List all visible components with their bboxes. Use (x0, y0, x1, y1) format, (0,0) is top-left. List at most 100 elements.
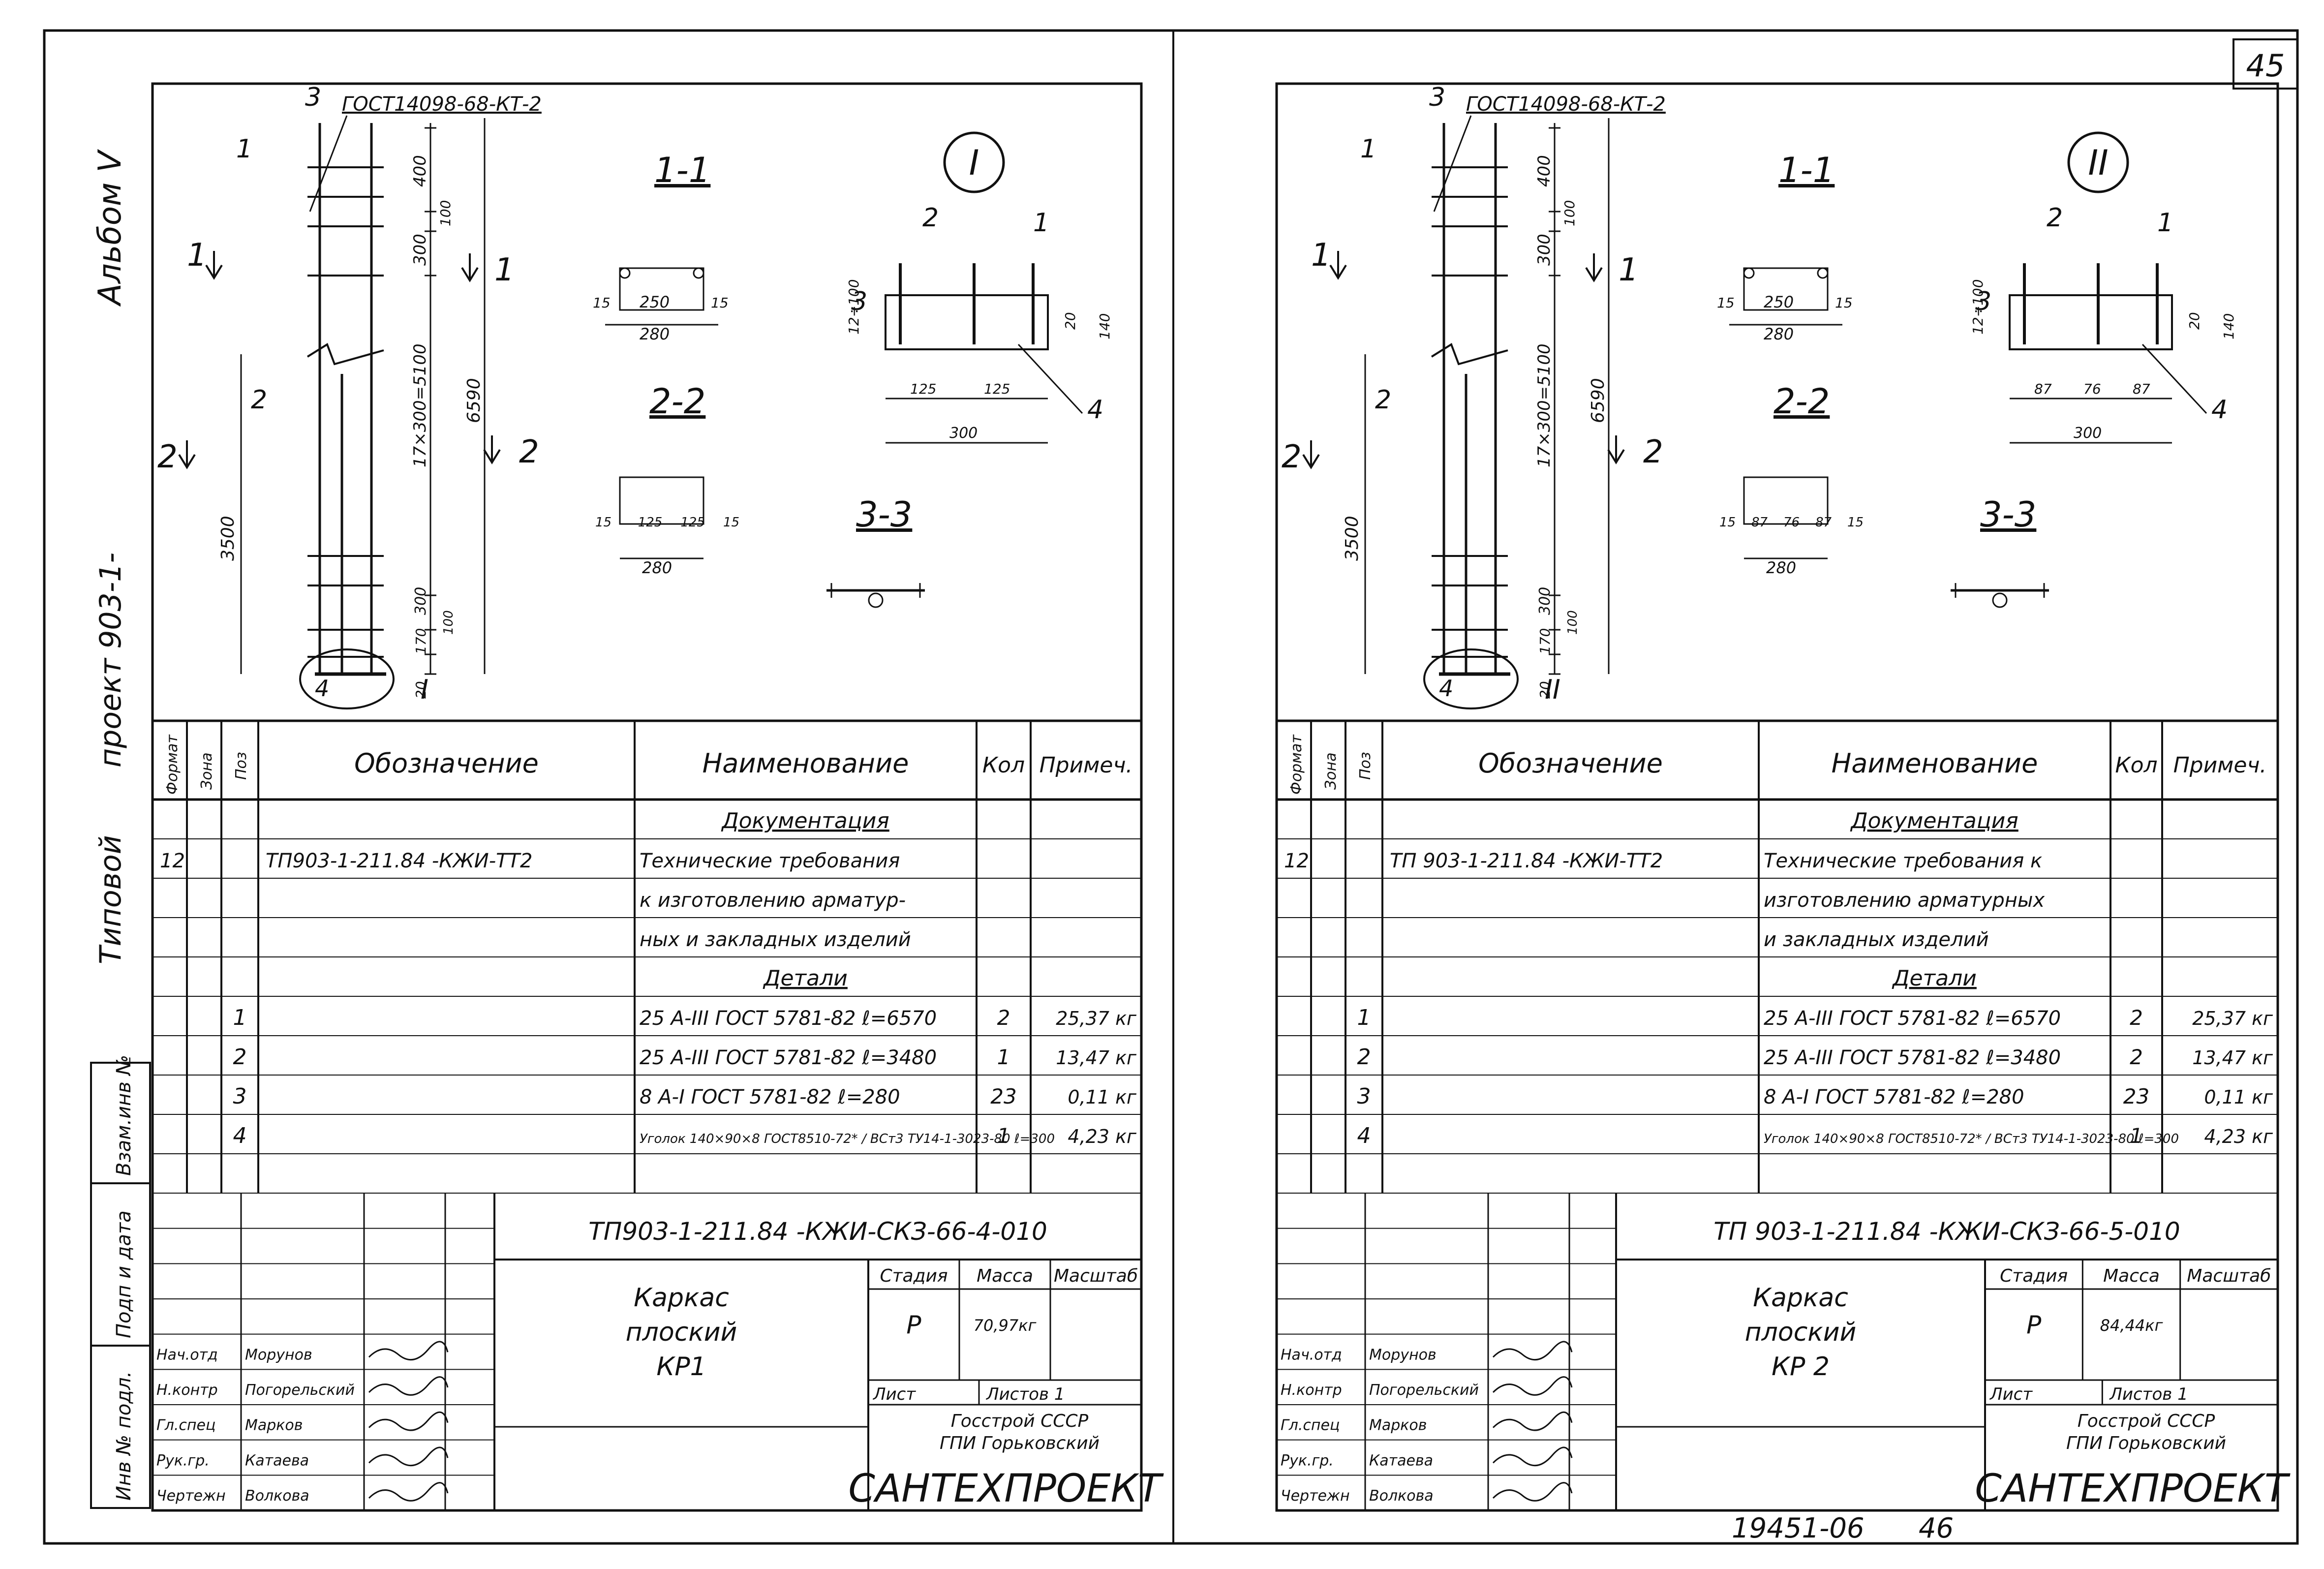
stage-value: Р (906, 1311, 921, 1339)
spec-h-zone: Зона (1322, 752, 1340, 790)
title-name-line: плоский (626, 1318, 737, 1347)
dim-20: 20 (413, 681, 429, 699)
drawing-code: ТП 903-1-211.84 -КЖИ-СКЗ-66-5-010 (1713, 1217, 2180, 1246)
detail-leader-4 (2141, 343, 2207, 414)
detail-mark-circle (943, 131, 1005, 193)
dim-detail-300: 300 (2074, 425, 2102, 442)
spec-row-qty: 2 (2130, 1045, 2143, 1069)
sheet-label: Лист (872, 1384, 916, 1404)
archive-number: 19451-06 (1732, 1512, 1865, 1544)
spec-h-note: Примеч. (1040, 753, 1133, 778)
staff-role: Чертежн (1281, 1487, 1350, 1505)
signature (368, 1482, 449, 1502)
spec-h-qty: Кол (2115, 753, 2157, 778)
mass-value: 84,44кг (2100, 1316, 2163, 1335)
staff-role: Нач.отд (1281, 1346, 1342, 1363)
detail-mark-circle (2067, 131, 2129, 193)
signature (368, 1411, 449, 1431)
spec-row-qty: 1 (997, 1124, 1010, 1148)
spec-row-note: 0,11 кг (2204, 1086, 2273, 1108)
cut-2-right: 2 (519, 434, 539, 470)
signature (1492, 1411, 1573, 1431)
dim-s22-total: 280 (1766, 558, 1796, 577)
section-3-3-bar (868, 592, 884, 608)
title-name-line: Каркас (1753, 1283, 1848, 1313)
dim-pitch: 17×300=5100 (1534, 343, 1554, 467)
detail-pos-2: 2 (922, 203, 939, 233)
dim-s22-1: 87 (1751, 515, 1768, 530)
dim-300b: 300 (1536, 587, 1554, 615)
signature (368, 1446, 449, 1467)
spec-row-name: Уголок 140×90×8 ГОСТ8510-72* / ВСт3 ТУ14… (640, 1132, 1055, 1146)
spec-h-designation: Обозначение (354, 748, 539, 779)
stage-label: Стадия (880, 1266, 948, 1286)
dim-s11-15b: 15 (711, 295, 729, 311)
staff-name: Волкова (1369, 1487, 1434, 1505)
project-label: проект 903-1- (93, 553, 128, 768)
spec-row-name: 8 А-I ГОСТ 5781-82 ℓ=280 (1764, 1086, 2024, 1108)
spec-row-pos: 2 (233, 1045, 247, 1070)
section-1-1-bar-0 (1743, 267, 1755, 279)
dim-300: 300 (1534, 234, 1554, 266)
spec-row-note: 13,47 кг (2192, 1047, 2273, 1069)
dim-300b: 300 (412, 587, 429, 615)
spec-row-note: 4,23 кг (1068, 1126, 1137, 1147)
sheets-label: Листов 1 (2109, 1384, 2188, 1404)
org-line: ГПИ Горьковский (940, 1433, 1100, 1453)
pos-label-2: 2 (251, 385, 267, 415)
spec-row-note: 4,23 кг (2204, 1126, 2273, 1147)
dim-100: 100 (437, 200, 454, 226)
spec-row-name: 25 А-III ГОСТ 5781-82 ℓ=3480 (1764, 1046, 2061, 1069)
scale-label: Масштаб (1054, 1266, 1138, 1286)
dim-s22-2: 125 (680, 515, 705, 530)
dim-100b: 100 (441, 610, 456, 635)
cut-1-left: 1 (187, 237, 207, 274)
section-1-1-bar-0 (619, 267, 631, 279)
dim-170: 170 (413, 628, 429, 654)
mass-value: 70,97кг (974, 1316, 1037, 1335)
spec-row-qty: 2 (2130, 1006, 2143, 1030)
page-number: 45 (2246, 48, 2285, 84)
section-2-2-title: 2-2 (1774, 381, 1830, 422)
detail-angle-body (2009, 294, 2173, 350)
detail-pos-4: 4 (2211, 395, 2228, 425)
cut-1-right: 1 (1619, 252, 1639, 288)
spec-row-name: и закладных изделий (1764, 928, 1989, 951)
sheet-index: 46 (1919, 1512, 1954, 1544)
dim-detail-140: 140 (1097, 313, 1113, 339)
spec-h-pos: Поз (1357, 752, 1374, 780)
spec-row-name: к изготовлению арматур- (640, 889, 906, 912)
dim-100b: 100 (1565, 610, 1580, 635)
dim-s22-total: 280 (642, 558, 672, 577)
dim-detail-140: 140 (2221, 313, 2237, 339)
pos-label-2: 2 (1375, 385, 1391, 415)
dim-s11-15a: 15 (1717, 295, 1735, 311)
spec-row-pos: 3 (233, 1084, 247, 1109)
spec-row-pos: 4 (1357, 1123, 1371, 1148)
page-number-box (2232, 38, 2298, 90)
signature (368, 1341, 449, 1361)
signature (368, 1376, 449, 1396)
cut-2-left: 2 (1282, 439, 1302, 475)
section-2-2-outline (619, 476, 704, 525)
staff-name: Марков (245, 1417, 303, 1434)
detail-ref: II (1545, 674, 1560, 705)
section-3-3-bar (1992, 592, 2008, 608)
staff-name: Волкова (245, 1487, 309, 1505)
sheet-border (43, 29, 2299, 1545)
spec-h-pos: Поз (233, 752, 250, 780)
staff-role: Нач.отд (156, 1346, 218, 1363)
dim-detail-20: 20 (2186, 312, 2202, 330)
cut-arrow-2l-head (1302, 454, 1320, 469)
staff-role: Гл.спец (1281, 1417, 1340, 1434)
section-1-1-outline (619, 267, 704, 311)
section-3-3-title: 3-3 (856, 494, 912, 535)
org-line: ГПИ Горьковский (2066, 1433, 2226, 1453)
scale-label: Масштаб (2187, 1266, 2271, 1286)
section-1-1-title: 1-1 (654, 150, 710, 190)
staff-name: Марков (1369, 1417, 1427, 1434)
section-1-1-title: 1-1 (1778, 150, 1835, 190)
stage-label: Стадия (2000, 1266, 2068, 1286)
